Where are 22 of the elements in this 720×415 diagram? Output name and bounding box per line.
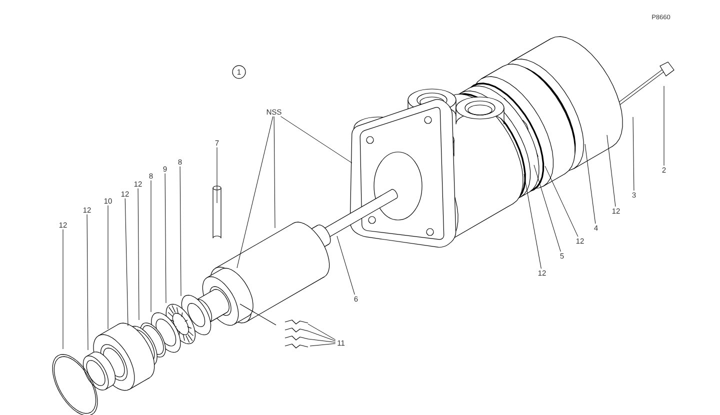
leader-line	[308, 338, 336, 343]
leader-line	[524, 174, 542, 269]
leader-line	[274, 116, 276, 228]
leader-line	[216, 147, 218, 204]
leader-line	[632, 116, 634, 191]
leader-line	[280, 116, 352, 164]
leader-line	[336, 236, 355, 295]
leader-line	[310, 343, 336, 346]
leader-line	[584, 144, 596, 224]
leader-line	[606, 134, 616, 207]
leader-line	[164, 173, 166, 304]
leader-line	[124, 198, 128, 326]
leader-line	[308, 324, 336, 340]
leader-line	[62, 229, 64, 350]
leader-line	[180, 166, 182, 296]
leader-line	[86, 214, 88, 350]
leader-line	[138, 188, 140, 320]
leader-line	[308, 330, 336, 342]
leader-line	[544, 166, 578, 237]
leader-line	[236, 116, 274, 268]
leader-line	[150, 180, 152, 312]
leader-line	[534, 164, 561, 252]
